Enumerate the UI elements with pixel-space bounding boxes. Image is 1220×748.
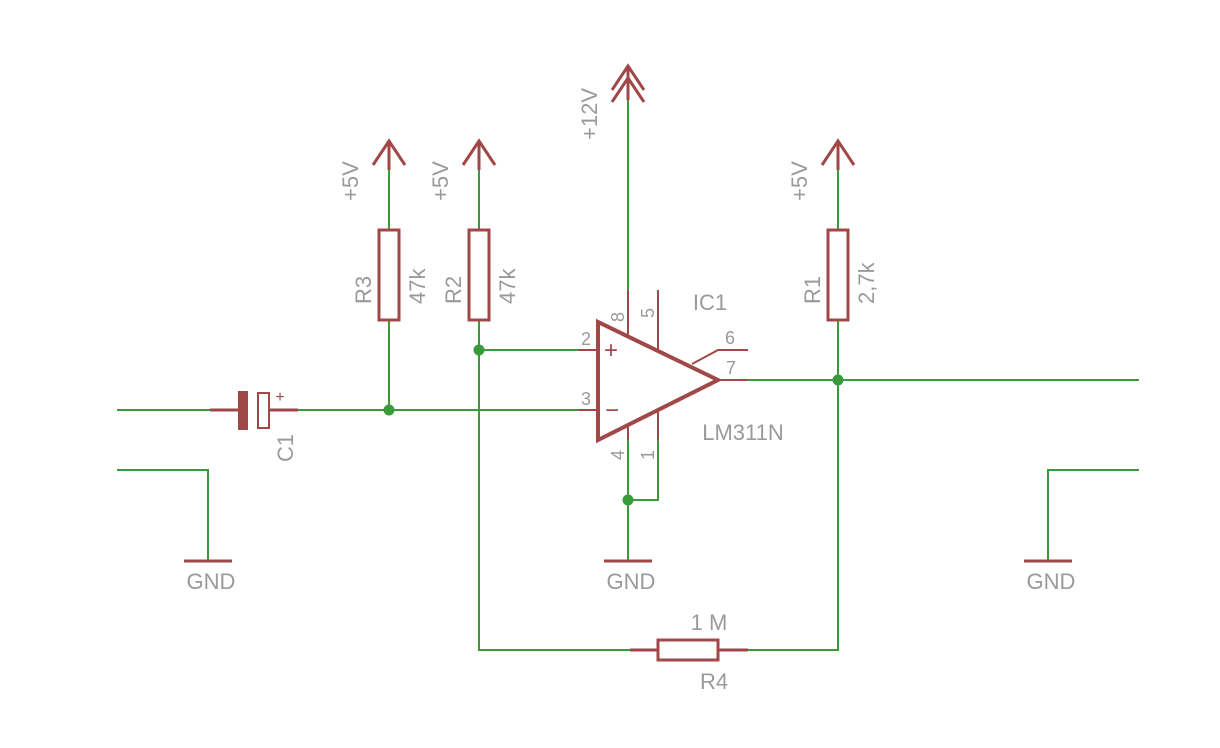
pin-3-label: 3 (581, 389, 591, 409)
junction-output-r1 (832, 374, 844, 386)
ground-label-left: GND (187, 569, 236, 594)
r3-name: R3 (351, 276, 376, 304)
supply-r3: +5V (338, 138, 407, 201)
pin-1-label: 1 (638, 450, 658, 460)
supply-r2: +5V (428, 138, 497, 201)
supply-label-r2: +5V (428, 161, 453, 201)
resistor-r4: 1 M R4 (630, 610, 748, 694)
r3-value: 47k (405, 268, 430, 304)
ic1-name: IC1 (693, 290, 727, 315)
wires (117, 99, 1139, 651)
pin-6-label: 6 (725, 328, 735, 348)
pin-5-label: 5 (638, 308, 658, 318)
capacitor-c1: + C1 (210, 389, 298, 462)
r2-name: R2 (441, 276, 466, 304)
supply-label-r1: +5V (787, 161, 812, 201)
ic1-value: LM311N (702, 420, 784, 445)
resistor-r1: R1 2,7k (800, 228, 879, 322)
resistor-r3: R3 47k (351, 228, 430, 322)
resistor-r2: R2 47k (441, 228, 520, 322)
r2-value: 47k (495, 268, 520, 304)
ground-left: GND (184, 559, 236, 594)
r1-name: R1 (800, 276, 825, 304)
junction-r2-pin2 (473, 344, 485, 356)
supply-ic: +12V (577, 63, 646, 140)
supply-label-ic: +12V (577, 88, 602, 140)
ground-label-center: GND (607, 569, 656, 594)
r1-value: 2,7k (854, 261, 879, 304)
pin-8-label: 8 (608, 312, 628, 322)
comparator-ic1: + − 2 3 8 5 4 1 6 7 IC1 LM311N (578, 290, 784, 460)
ground-label-right: GND (1027, 569, 1076, 594)
capacitor-plate-icon (257, 392, 270, 429)
resistor-body-icon (656, 638, 720, 662)
junction-pin4-pin1 (622, 494, 634, 506)
junctions (383, 344, 844, 506)
pin-7-label: 7 (726, 358, 736, 378)
c1-name: C1 (273, 434, 298, 462)
r4-name: R4 (700, 669, 728, 694)
supply-r1: +5V (787, 138, 856, 201)
resistor-body-icon (377, 228, 401, 322)
inverting-mark: − (605, 397, 619, 424)
capacitor-plate-icon (238, 391, 248, 430)
pin-2-label: 2 (581, 329, 591, 349)
ground-right: GND (1024, 559, 1076, 594)
r4-value: 1 M (691, 610, 728, 635)
supply-label-r3: +5V (338, 161, 363, 201)
junction-r3-c1 (383, 404, 395, 416)
ground-center: GND (604, 559, 656, 594)
resistor-body-icon (826, 228, 850, 322)
c1-polarity: + (275, 389, 284, 406)
pin-4-label: 4 (608, 450, 628, 460)
resistor-body-icon (467, 228, 491, 322)
noninverting-mark: + (604, 337, 618, 364)
